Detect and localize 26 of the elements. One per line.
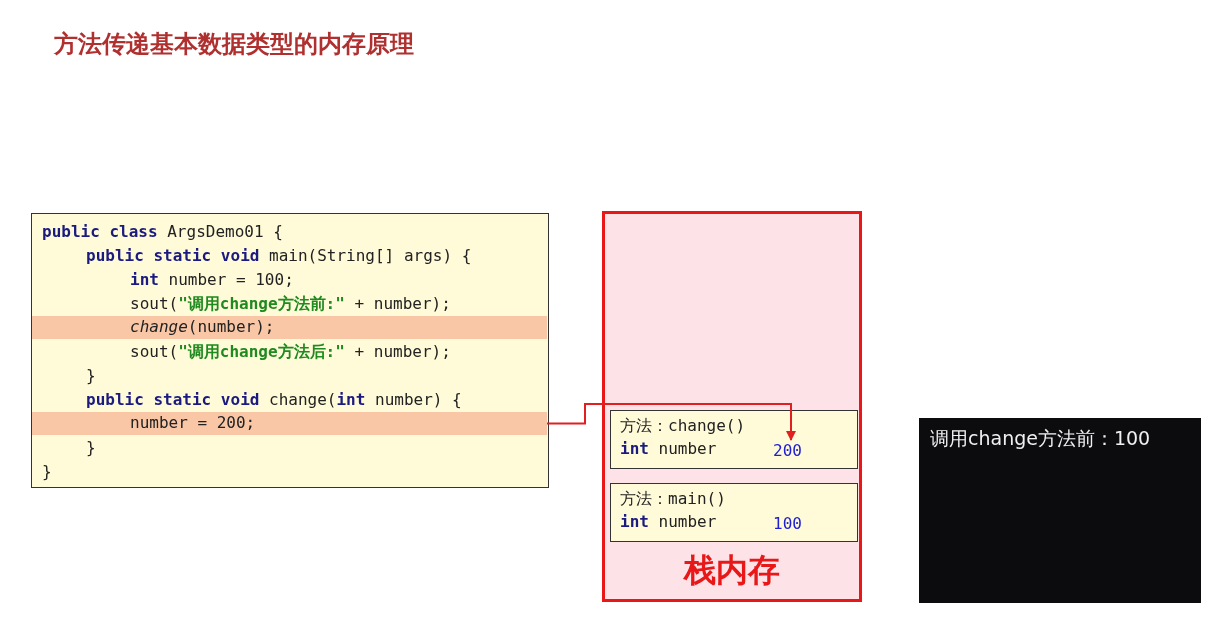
code-line: public static void main(String[] args) { — [86, 245, 472, 267]
variable-value: 100 — [773, 513, 813, 535]
console-output-panel — [919, 418, 1201, 603]
method-name: 方法：change() — [620, 415, 746, 437]
code-line: } — [86, 437, 96, 459]
arrow — [546, 403, 796, 441]
code-line: number = 200; — [130, 412, 256, 434]
code-line: int number = 100; — [130, 269, 294, 291]
code-line: public static void change(int number) { — [86, 389, 462, 411]
code-line: public class ArgsDemo01 { — [42, 221, 283, 243]
method-frame — [610, 483, 858, 542]
code-line: sout("调用change方法前:" + number); — [130, 293, 451, 315]
stack-memory-label: 栈内存 — [682, 550, 781, 591]
code-panel — [31, 213, 549, 488]
slide-title: 方法传递基本数据类型的内存原理 — [54, 29, 414, 60]
stack-memory-box — [602, 211, 862, 602]
code-line: change(number); — [130, 316, 275, 338]
code-line: } — [86, 365, 96, 387]
variable-value: 200 — [773, 440, 813, 462]
variable-declaration: int number — [620, 511, 717, 533]
code-line: sout("调用change方法后:" + number); — [130, 341, 451, 363]
method-name: 方法：main() — [620, 488, 726, 510]
console-text: 调用change方法前：100 — [930, 426, 1151, 451]
code-line: } — [42, 461, 52, 483]
method-frame — [610, 410, 858, 469]
variable-declaration: int number — [620, 438, 717, 460]
